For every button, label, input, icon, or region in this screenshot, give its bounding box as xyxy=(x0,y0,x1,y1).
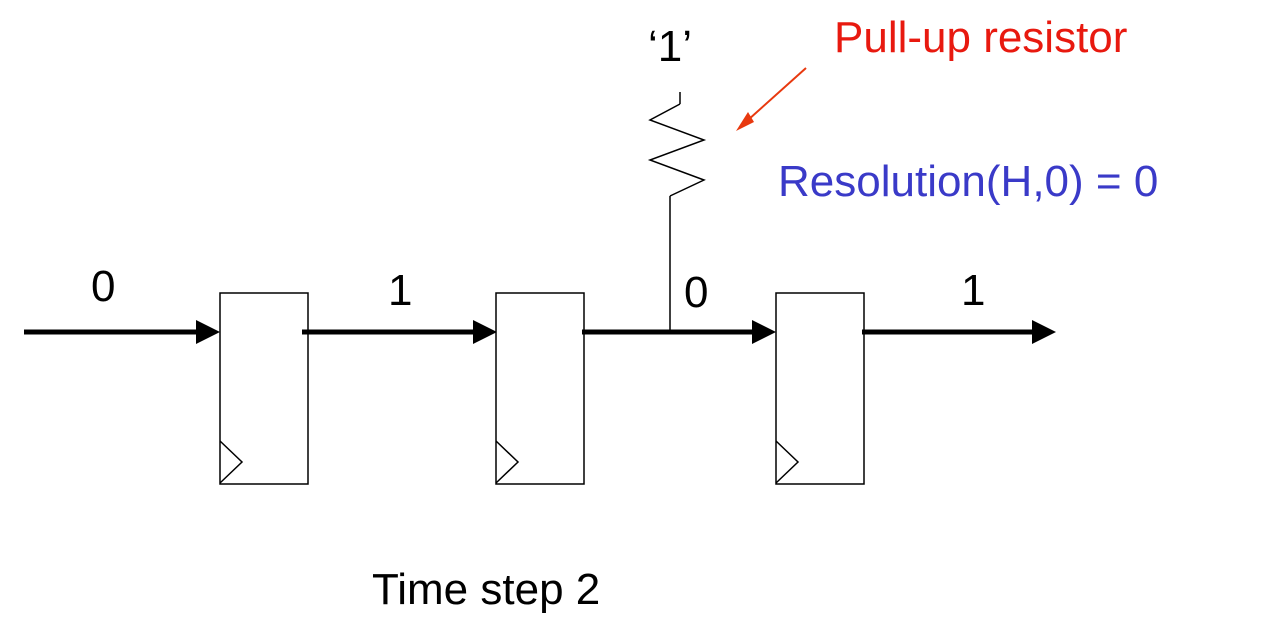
pullup-resistor-title: Pull-up resistor xyxy=(834,13,1128,62)
pull-up-resistor xyxy=(647,92,707,330)
stage1-output-label: 1 xyxy=(388,266,413,315)
annotation-arrow xyxy=(736,67,807,131)
time-step-caption: Time step 2 xyxy=(372,565,601,614)
clock-triangle-icon xyxy=(219,440,244,484)
clock-triangle-icon xyxy=(495,440,520,484)
resistor-zigzag-icon xyxy=(647,103,707,197)
stage3-output-label: 1 xyxy=(961,266,986,315)
output-wire xyxy=(862,320,1056,344)
wire-stage1-to-stage2 xyxy=(302,320,497,344)
wire-stage2-to-stage3 xyxy=(582,320,776,344)
stage2-output-label: 0 xyxy=(684,268,709,317)
pullup-supply-label: ‘1’ xyxy=(648,22,693,71)
flip-flop-2 xyxy=(495,292,585,485)
resolution-label: Resolution(H,0) = 0 xyxy=(778,157,1159,206)
input-value-label: 0 xyxy=(91,262,116,311)
flip-flop-3 xyxy=(775,292,865,485)
flip-flop-1 xyxy=(219,292,309,485)
input-wire xyxy=(24,320,220,344)
clock-triangle-icon xyxy=(775,440,800,484)
